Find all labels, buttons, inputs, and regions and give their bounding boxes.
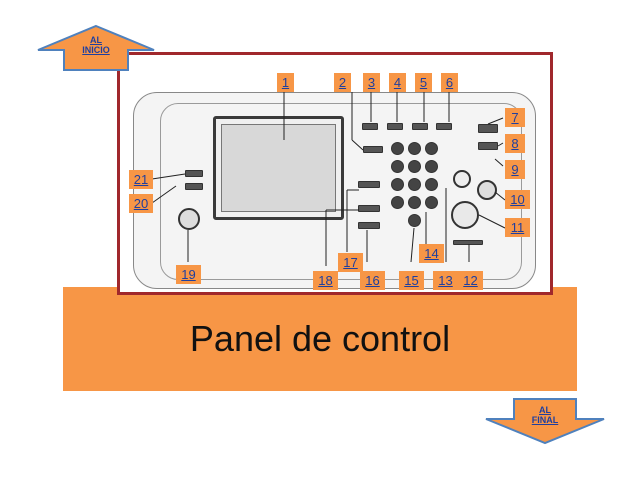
callout-13[interactable]: 13 bbox=[433, 271, 458, 290]
check-key bbox=[358, 222, 380, 229]
main-power-indicator bbox=[453, 240, 483, 245]
leader-10 bbox=[494, 191, 506, 201]
go-to-start-arrow-icon[interactable] bbox=[36, 24, 156, 72]
leader-2b bbox=[351, 139, 364, 151]
enlarge-key bbox=[185, 183, 203, 190]
numkey-8 bbox=[408, 178, 421, 191]
callout-20[interactable]: 20 bbox=[129, 194, 153, 213]
numkey-5 bbox=[408, 160, 421, 173]
function-key-6 bbox=[436, 123, 452, 130]
numkey-6 bbox=[425, 160, 438, 173]
callout-10[interactable]: 10 bbox=[505, 190, 530, 209]
leader-9 bbox=[494, 158, 504, 167]
check-mode-key bbox=[358, 205, 380, 212]
numkey-9 bbox=[425, 178, 438, 191]
callout-12[interactable]: 12 bbox=[458, 271, 483, 290]
stop-key bbox=[477, 180, 497, 200]
numkey-4 bbox=[391, 160, 404, 173]
callout-15[interactable]: 15 bbox=[399, 271, 424, 290]
numkey-star bbox=[391, 196, 404, 209]
leader-15 bbox=[410, 227, 415, 263]
go-to-end-arrow-icon[interactable] bbox=[484, 397, 606, 445]
numkey-0 bbox=[408, 196, 421, 209]
callout-18[interactable]: 18 bbox=[313, 271, 338, 290]
numkey-2 bbox=[408, 142, 421, 155]
leader-20 bbox=[151, 185, 177, 204]
callout-1[interactable]: 1 bbox=[277, 73, 294, 92]
go-to-end-line2[interactable]: FINAL bbox=[531, 415, 559, 425]
clear-key bbox=[408, 214, 421, 227]
callout-9[interactable]: 9 bbox=[505, 160, 525, 179]
function-key-3 bbox=[362, 123, 378, 130]
go-to-end-line1[interactable]: AL bbox=[539, 405, 551, 415]
numkey-3 bbox=[425, 142, 438, 155]
title-band bbox=[63, 287, 577, 391]
go-to-start-link[interactable]: AL INICIO bbox=[64, 35, 128, 55]
callout-7[interactable]: 7 bbox=[505, 108, 525, 127]
go-to-start-line2[interactable]: INICIO bbox=[82, 45, 110, 55]
go-to-end-link[interactable]: AL FINAL bbox=[514, 405, 576, 425]
callout-8[interactable]: 8 bbox=[505, 134, 525, 153]
numkey-hash bbox=[425, 196, 438, 209]
go-to-start-line1[interactable]: AL bbox=[90, 35, 102, 45]
proof-copy-key bbox=[453, 170, 471, 188]
function-key-5 bbox=[412, 123, 428, 130]
callout-11[interactable]: 11 bbox=[505, 218, 530, 237]
callout-14[interactable]: 14 bbox=[419, 244, 444, 263]
numkey-7 bbox=[391, 178, 404, 191]
callout-19[interactable]: 19 bbox=[176, 265, 201, 284]
page-title: Panel de control bbox=[189, 318, 451, 359]
callout-6[interactable]: 6 bbox=[441, 73, 458, 92]
callout-5[interactable]: 5 bbox=[415, 73, 432, 92]
leader-7 bbox=[487, 117, 504, 125]
callout-21[interactable]: 21 bbox=[129, 170, 153, 189]
accessibility-key bbox=[185, 170, 203, 177]
function-key-4 bbox=[387, 123, 403, 130]
numkey-1 bbox=[391, 142, 404, 155]
leader-21 bbox=[151, 173, 186, 180]
callout-2[interactable]: 2 bbox=[334, 73, 351, 92]
callout-17[interactable]: 17 bbox=[338, 253, 363, 272]
contrast-dial bbox=[178, 208, 200, 230]
reset-key bbox=[478, 124, 498, 133]
callout-3[interactable]: 3 bbox=[363, 73, 380, 92]
leader-8 bbox=[497, 142, 504, 147]
leader-11 bbox=[478, 214, 506, 229]
access-key bbox=[363, 146, 383, 153]
touch-screen-display bbox=[221, 124, 336, 212]
callout-16[interactable]: 16 bbox=[360, 271, 385, 290]
start-key bbox=[451, 201, 479, 229]
memory-mode-key bbox=[358, 181, 380, 188]
callout-4[interactable]: 4 bbox=[389, 73, 406, 92]
interrupt-key bbox=[478, 142, 498, 150]
